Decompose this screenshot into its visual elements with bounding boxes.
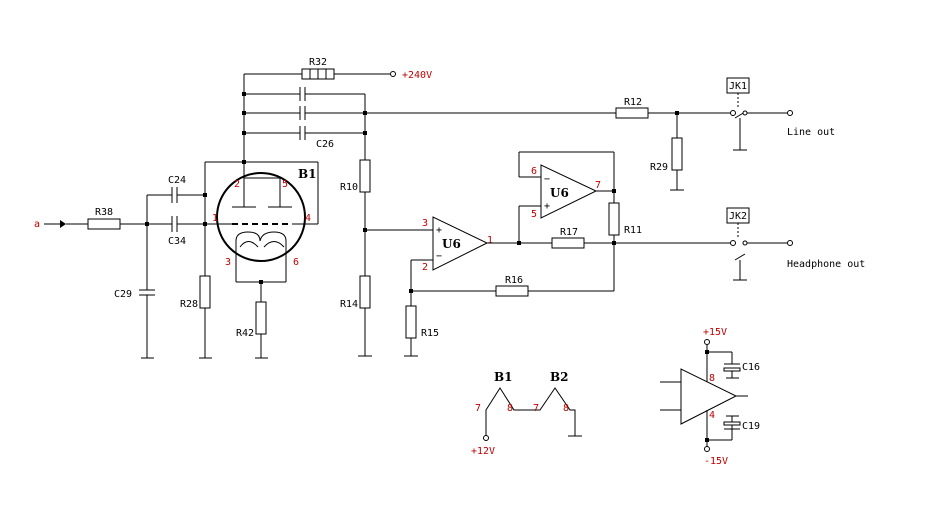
resistor-r12 bbox=[615, 107, 649, 119]
resistor-r11 bbox=[608, 202, 620, 236]
pin-3: 3 bbox=[225, 257, 231, 268]
headphone-out-label: Headphone out bbox=[787, 259, 865, 270]
opamp-main-pin-minus: 2 bbox=[422, 262, 428, 273]
label-r32: R32 bbox=[309, 57, 327, 68]
plate-network: R32 +240V C26 R10 R14 bbox=[242, 57, 432, 357]
input-label: a bbox=[34, 219, 40, 230]
pos-supply-terminal bbox=[704, 339, 710, 345]
label-r11: R11 bbox=[624, 225, 642, 236]
jack-jk2-label: JK2 bbox=[729, 211, 747, 222]
heater-b1-label: B1 bbox=[494, 370, 513, 384]
svg-text:+: + bbox=[544, 201, 550, 212]
opamp-u6-buffer: − + U6 6 5 7 R11 bbox=[518, 151, 642, 243]
input-section: a R38 C29 C34 C24 R28 bbox=[34, 175, 222, 359]
hv-supply-label: +240V bbox=[402, 70, 432, 81]
opamp-u6-main: + − U6 3 2 1 R15 R16 R17 bbox=[365, 216, 730, 357]
cathode-heater bbox=[235, 231, 287, 247]
tube-b1: B1 1 2 3 4 5 6 R42 bbox=[204, 160, 319, 359]
power-pin-plus: 8 bbox=[709, 373, 715, 384]
input-arrow-icon bbox=[60, 220, 66, 228]
power-pin-minus: 4 bbox=[709, 410, 715, 421]
tube-envelope bbox=[216, 172, 306, 262]
line-out-path: R12 R29 JK1 Line out bbox=[365, 77, 835, 191]
label-r15: R15 bbox=[421, 328, 439, 339]
opamp-buf-pin-plus: 5 bbox=[531, 209, 537, 220]
heater-b1-pin8: 8 bbox=[507, 403, 513, 414]
opamp-main-name: U6 bbox=[442, 237, 461, 251]
svg-text:+: + bbox=[436, 225, 442, 236]
pin-6: 6 bbox=[293, 257, 299, 268]
opamp-main-pin-out: 1 bbox=[487, 235, 493, 246]
headphone-out-terminal bbox=[787, 240, 793, 246]
pin-2: 2 bbox=[234, 179, 240, 190]
pin-1: 1 bbox=[212, 213, 218, 224]
heater-supply-terminal bbox=[483, 435, 489, 441]
svg-text:−: − bbox=[436, 251, 442, 262]
line-out-terminal bbox=[787, 110, 793, 116]
label-c24: C24 bbox=[168, 175, 186, 186]
headphone-out-path: JK2 Headphone out bbox=[726, 207, 865, 281]
opamp-triangle bbox=[432, 216, 489, 271]
neg-supply-terminal bbox=[704, 446, 710, 452]
label-r17: R17 bbox=[560, 227, 578, 238]
resistor-r42 bbox=[255, 301, 267, 335]
label-r38: R38 bbox=[95, 207, 113, 218]
label-c16: C16 bbox=[742, 362, 760, 373]
label-r16: R16 bbox=[505, 275, 523, 286]
label-r28: R28 bbox=[180, 299, 198, 310]
label-r14: R14 bbox=[340, 299, 358, 310]
heater-b2-pin8: 8 bbox=[563, 403, 569, 414]
capacitor-c16-plate-bottom bbox=[723, 367, 741, 372]
heater-b2-pin7: 7 bbox=[533, 403, 539, 414]
resistor-r14 bbox=[359, 275, 371, 309]
jack-jk1-label: JK1 bbox=[729, 81, 747, 92]
opamp-triangle bbox=[540, 164, 598, 219]
tube-name: B1 bbox=[298, 167, 317, 181]
resistor-r10 bbox=[359, 159, 371, 193]
jack-jk2-switch bbox=[734, 253, 746, 261]
label-c26: C26 bbox=[316, 139, 334, 150]
label-r12: R12 bbox=[624, 97, 642, 108]
resistor-r29 bbox=[671, 137, 683, 171]
opamp-power-block: 8 4 +15V C16 C19 -15V bbox=[660, 327, 760, 467]
pos-supply-label: +15V bbox=[703, 327, 727, 338]
hv-terminal bbox=[390, 71, 396, 77]
label-c34: C34 bbox=[168, 236, 186, 247]
label-r42: R42 bbox=[236, 328, 254, 339]
heater-supply-label: +12V bbox=[471, 446, 495, 457]
opamp-buf-name: U6 bbox=[550, 186, 569, 200]
resistor-r16 bbox=[495, 285, 529, 297]
resistor-r28 bbox=[199, 275, 211, 309]
opamp-buf-pin-out: 7 bbox=[595, 180, 601, 191]
pin-5: 5 bbox=[282, 179, 288, 190]
label-r10: R10 bbox=[340, 182, 358, 193]
label-r29: R29 bbox=[650, 162, 668, 173]
opamp-main-pin-plus: 3 bbox=[422, 218, 428, 229]
resistor-r15 bbox=[405, 305, 417, 339]
heater-chain: B1 B2 7 8 7 8 +12V bbox=[471, 370, 582, 457]
line-out-label: Line out bbox=[787, 127, 835, 138]
label-c19: C19 bbox=[742, 421, 760, 432]
svg-text:−: − bbox=[544, 174, 550, 185]
opamp-triangle bbox=[680, 368, 738, 425]
opamp-buf-pin-minus: 6 bbox=[531, 166, 537, 177]
neg-supply-label: -15V bbox=[704, 456, 728, 467]
resistor-r38 bbox=[87, 218, 121, 230]
label-c29: C29 bbox=[114, 289, 132, 300]
heater-b2-label: B2 bbox=[550, 370, 569, 384]
resistor-r17 bbox=[551, 237, 585, 249]
heater-b1-pin7: 7 bbox=[475, 403, 481, 414]
pin-4: 4 bbox=[305, 213, 311, 224]
capacitor-c19-plate-top bbox=[723, 421, 741, 426]
